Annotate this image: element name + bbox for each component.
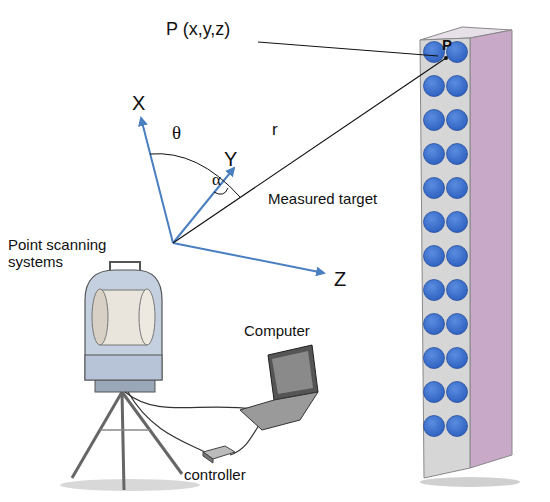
target-circle: [447, 212, 468, 233]
angle-label: θ: [172, 122, 181, 144]
device-label: Point scanning systems: [8, 236, 138, 271]
controller-label: controller: [184, 466, 246, 483]
target-circle: [447, 314, 468, 335]
axis-label: Y: [224, 148, 237, 171]
target-circle: [424, 42, 445, 63]
target-circle: [424, 110, 445, 131]
target-circle: [424, 178, 445, 199]
target-circle: [424, 280, 445, 301]
target-circle: [447, 382, 468, 403]
target-circle: [424, 246, 445, 267]
axis-label: Z: [334, 268, 346, 291]
axis-label: X: [132, 92, 145, 115]
target-circle: [447, 76, 468, 97]
target-circle: [424, 76, 445, 97]
angle-label: α: [212, 170, 221, 190]
target-circle: [424, 144, 445, 165]
target-circle: [447, 246, 468, 267]
radius-label: r: [272, 120, 278, 140]
target-circle: [424, 382, 445, 403]
target-circle: [447, 178, 468, 199]
target-circle: [447, 416, 468, 437]
point-mark: P: [442, 36, 452, 53]
target-circle: [424, 314, 445, 335]
target-circle: [447, 110, 468, 131]
computer-label: Computer: [244, 322, 310, 339]
target-circle: [447, 280, 468, 301]
target-circle: [424, 348, 445, 369]
target-circle: [447, 348, 468, 369]
target-circle: [424, 212, 445, 233]
target-label: Measured target: [268, 190, 377, 207]
point-label: P (x,y,z): [166, 19, 230, 40]
target-circle: [447, 144, 468, 165]
target-circle: [424, 416, 445, 437]
